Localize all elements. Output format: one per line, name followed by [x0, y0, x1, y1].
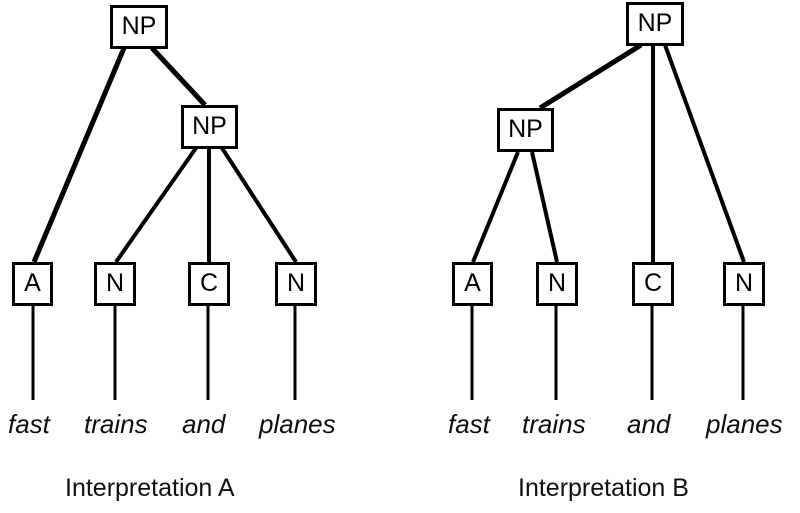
- tree-b-leaf-c-label: C: [643, 268, 663, 297]
- tree-a-word-fast: fast: [8, 409, 50, 439]
- tree-b-word-planes: planes: [706, 409, 783, 439]
- tree-b-leaf-a-box[interactable]: A: [452, 262, 493, 306]
- edge-a-root-to-a: [31, 47, 127, 263]
- tree-b-leaf-n2-label: N: [734, 268, 754, 297]
- tree-a-root-np-label: NP: [121, 11, 157, 40]
- tree-b-leaf-n1-box[interactable]: N: [536, 262, 578, 306]
- edge-b-np-to-n1: [530, 151, 559, 263]
- tree-a-leaf-n2-box[interactable]: N: [275, 262, 317, 306]
- tree-a-word-and: and: [182, 409, 226, 439]
- tree-b-leaf-n2-box[interactable]: N: [723, 262, 765, 306]
- tree-b-leaf-a-label: A: [464, 268, 481, 297]
- tree-a-leaf-a-label: A: [24, 268, 41, 297]
- tree-b-word-fast: fast: [448, 409, 490, 439]
- tree-a-word-planes: planes: [259, 409, 336, 439]
- tree-a-leaf-n1-box[interactable]: N: [94, 262, 136, 306]
- tree-a-root-np-box[interactable]: NP: [110, 5, 168, 49]
- tree-a-caption: Interpretation A: [65, 474, 235, 502]
- tree-b-inner-np-box[interactable]: NP: [497, 108, 554, 152]
- tree-a-leaf-c-label: C: [199, 268, 219, 297]
- tree-b-leaf-n1-label: N: [547, 268, 567, 297]
- tree-b-leaf-c-box[interactable]: C: [632, 262, 674, 306]
- tree-a-leaf-c-box[interactable]: C: [188, 262, 230, 306]
- tree-a-leaf-a-box[interactable]: A: [12, 262, 53, 306]
- tree-b-inner-np-label: NP: [508, 114, 543, 143]
- tree-a-inner-np-label: NP: [192, 111, 227, 140]
- edge-b-np-to-a: [471, 151, 520, 263]
- tree-a-word-trains: trains: [84, 409, 148, 439]
- edge-a-np-to-n2: [220, 146, 298, 264]
- tree-a-leaf-n1-label: N: [105, 268, 125, 297]
- tree-b-word-and: and: [627, 409, 671, 439]
- tree-a-leaf-n2-label: N: [286, 268, 306, 297]
- edge-b-root-to-np: [538, 42, 643, 111]
- tree-b-caption: Interpretation B: [518, 474, 689, 502]
- edge-a-root-to-np: [150, 46, 207, 107]
- edge-a-np-to-n1: [114, 146, 198, 264]
- tree-b-word-trains: trains: [522, 409, 586, 439]
- tree-b-root-np-label: NP: [637, 8, 673, 37]
- tree-b-root-np-box[interactable]: NP: [626, 2, 684, 46]
- edge-b-root-to-n2: [663, 44, 746, 263]
- tree-a-inner-np-box[interactable]: NP: [181, 105, 238, 149]
